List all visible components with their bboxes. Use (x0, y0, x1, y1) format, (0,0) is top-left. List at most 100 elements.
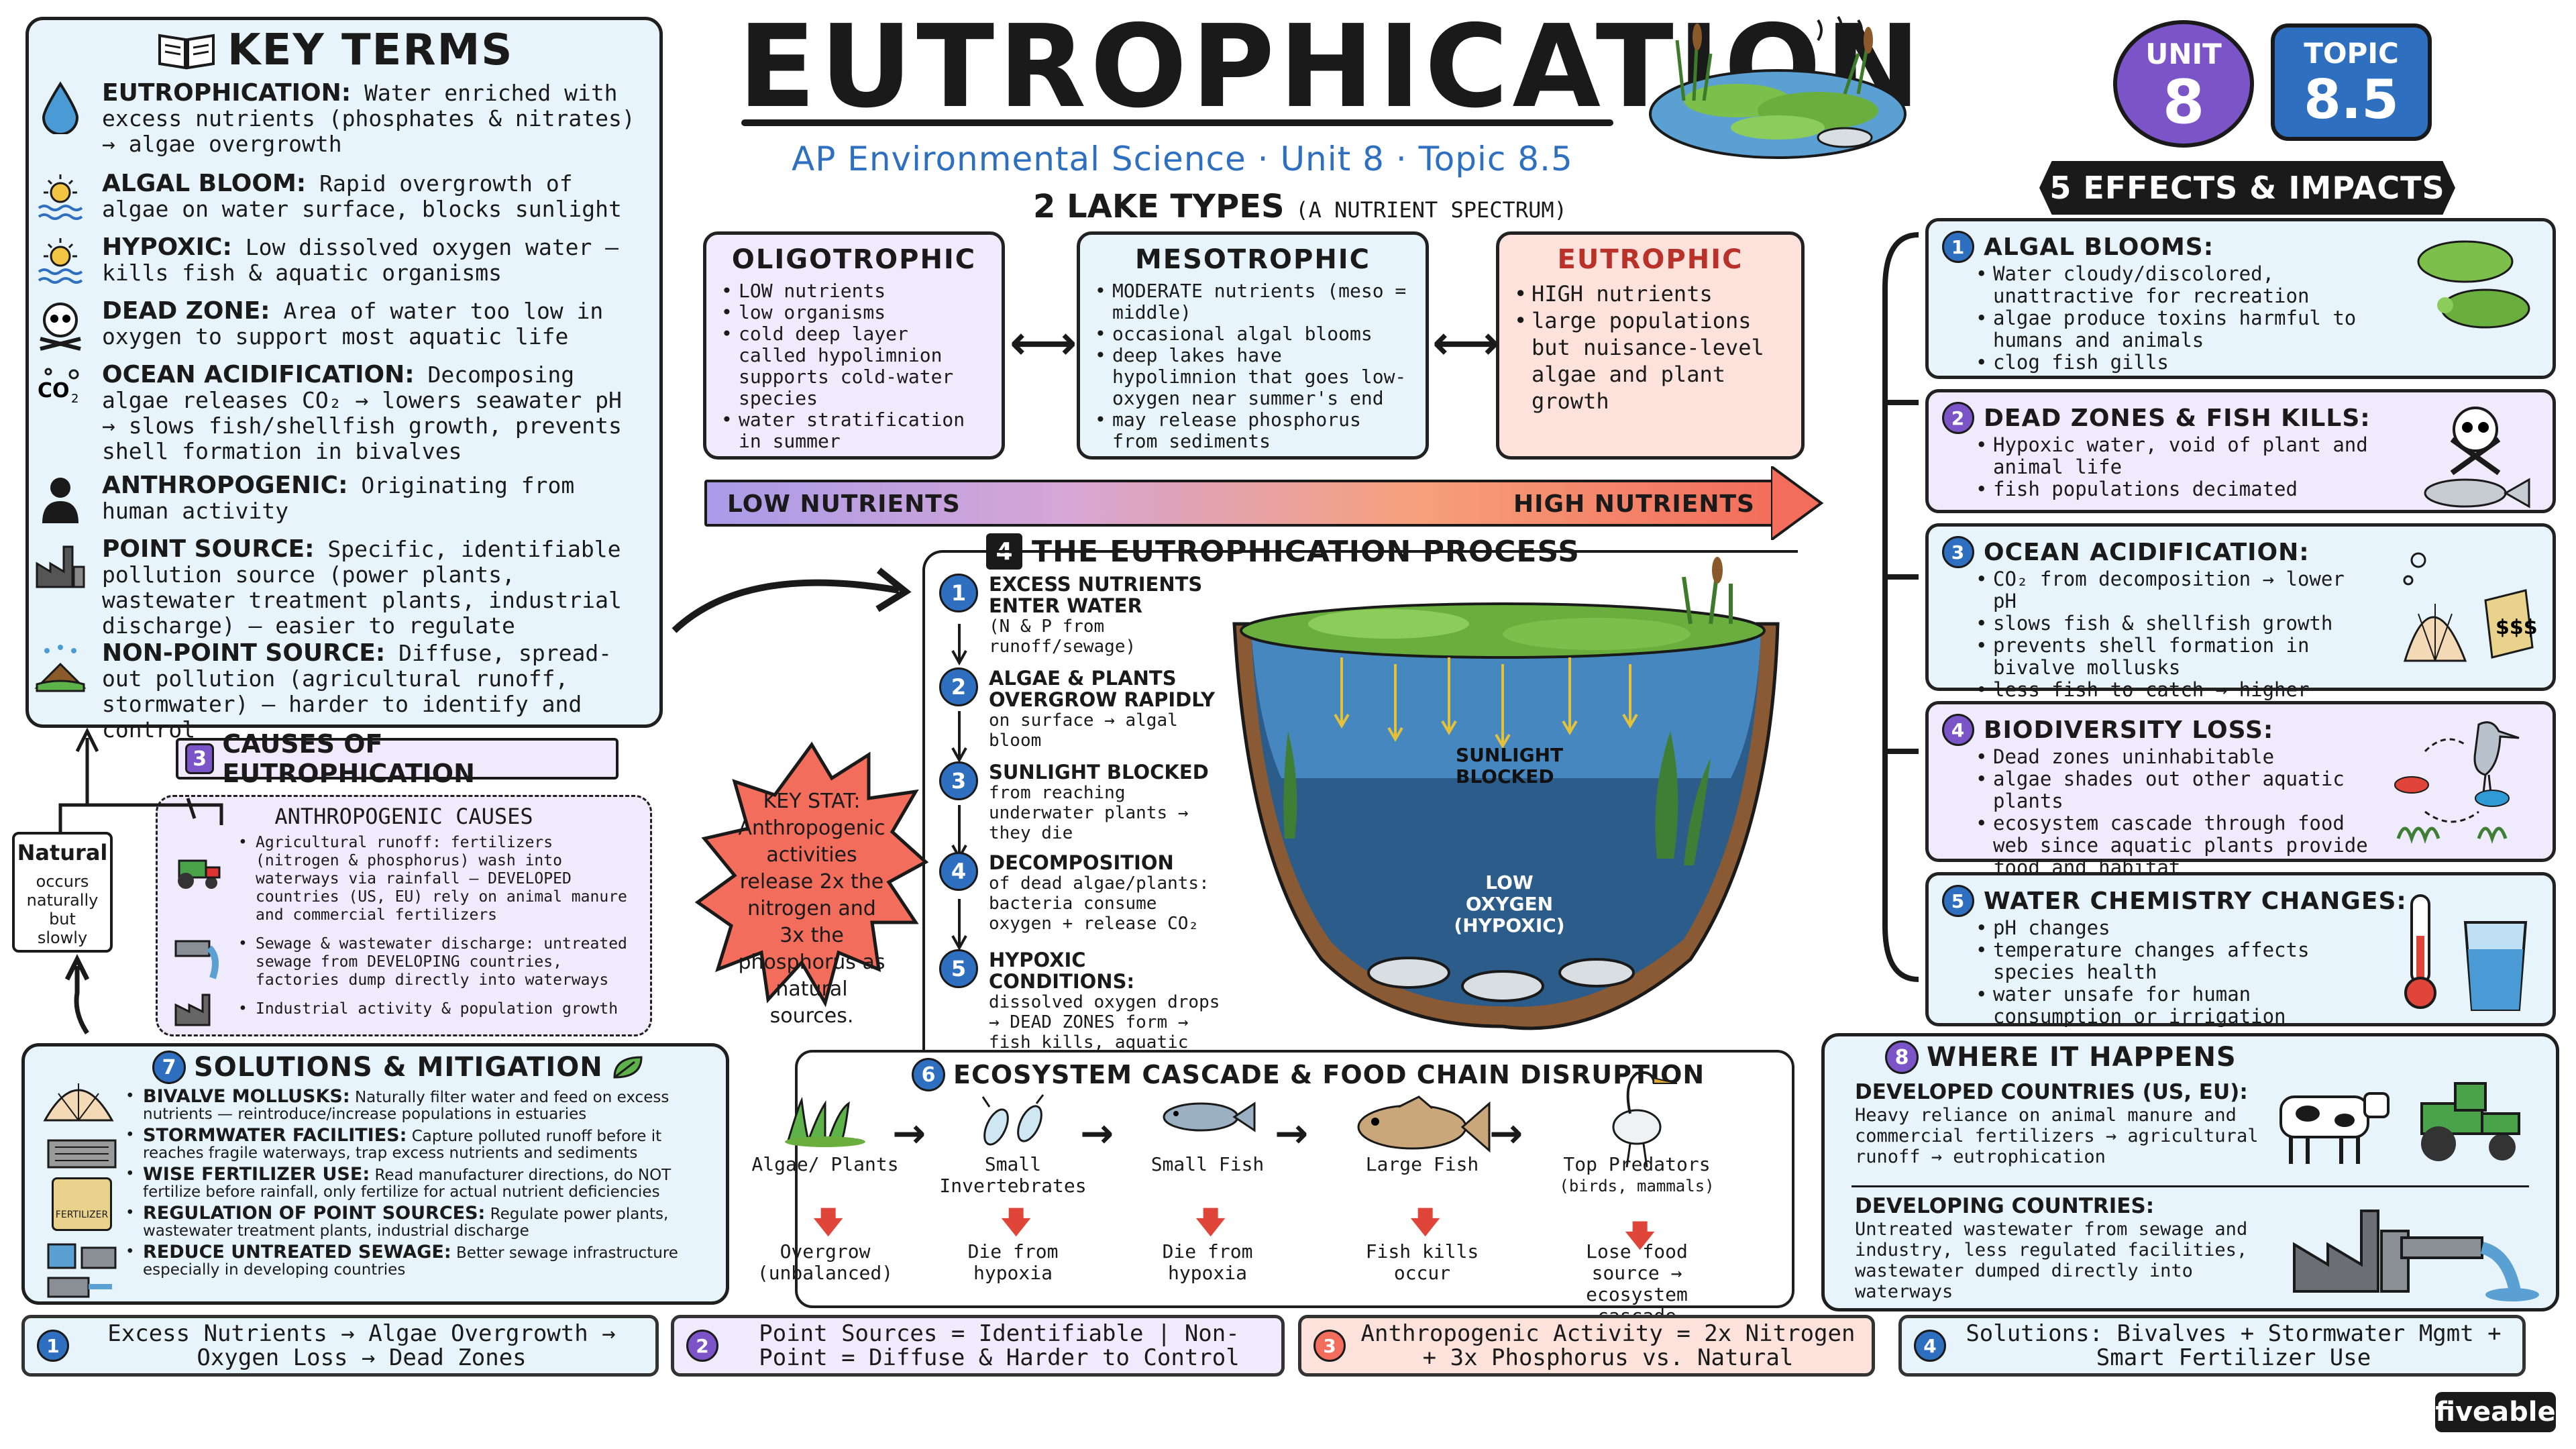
step-number: 2 (939, 667, 978, 706)
unit-value: 8 (2162, 67, 2205, 138)
fertilizer-bag-icon: FERTILIZER (52, 1177, 112, 1231)
key-term-def: Low dissolved oxygen water — kills fish … (102, 234, 619, 286)
algae-icon (745, 1093, 906, 1147)
down-arrow-icon: 🡇 (1625, 1219, 1656, 1253)
summary-box-2: 2 Point Sources = Identifiable | Non-Poi… (671, 1315, 1285, 1377)
anthropogenic-causes-title: ANTHROPOGENIC CAUSES (274, 804, 533, 829)
key-term-text: ANTHROPOGENIC: Originating from human ac… (102, 473, 637, 524)
cascade-heading: 6 ECOSYSTEM CASCADE & FOOD CHAIN DISRUPT… (912, 1058, 1705, 1091)
lake-illustration (1644, 13, 1912, 168)
skull-fish-icon (2405, 399, 2539, 516)
key-terms-title: KEY TERMS (156, 25, 513, 75)
heron-icon (1556, 1063, 1717, 1171)
effect-title-text: WATER CHEMISTRY CHANGES: (1984, 887, 2407, 915)
svg-text:2: 2 (71, 392, 78, 406)
sunlight-blocked-label: SUNLIGHT BLOCKED (1456, 744, 1564, 788)
topic-badge: TOPIC 8.5 (2271, 23, 2432, 141)
cow-icon (2261, 1077, 2395, 1173)
invertebrate-icon (932, 1093, 1093, 1154)
cause-item: Sewage & wastewater discharge: untreated… (238, 935, 641, 989)
large-fish-icon (1342, 1093, 1503, 1161)
down-arrow-icon: 🡇 (1001, 1205, 1032, 1240)
causes-header: 3 CAUSES OF EUTROPHICATION (176, 729, 619, 788)
effect-item: pH changes (1976, 917, 2378, 940)
step-number: 3 (939, 761, 978, 800)
developed-title: DEVELOPED COUNTRIES (US, EU): (1855, 1080, 2248, 1104)
effect-item: Dead zones uninhabitable (1976, 746, 2378, 769)
key-term-row: ALGAL BLOOM: Rapid overgrowth of algae o… (34, 171, 637, 225)
cascade-node-label: Small Fish (1127, 1154, 1288, 1175)
svg-text:CO: CO (38, 379, 70, 402)
key-stat-text: KEY STAT: Anthropogenic activities relea… (738, 790, 885, 1028)
eutrophic-title: EUTROPHIC (1557, 244, 1743, 275)
lake-item: may release phosphorus from sediments (1095, 409, 1411, 452)
key-term-def: Area of water too low in oxygen to suppo… (102, 298, 604, 350)
effect-title: 5 WATER CHEMISTRY CHANGES: (1942, 885, 2539, 917)
cascade-node-name: Small Invertebrates (939, 1153, 1087, 1197)
cascade-number: 6 (912, 1058, 945, 1091)
field-icon (34, 641, 87, 694)
step-desc: dissolved oxygen drops → DEAD ZONES form… (989, 992, 1220, 1073)
right-arrow-icon: → (1275, 1110, 1309, 1157)
person-icon (34, 473, 87, 527)
key-term-text: HYPOXIC: Low dissolved oxygen water — ki… (102, 235, 637, 286)
effect-item: prevents shell formation in bivalve moll… (1976, 635, 2378, 679)
lake-item: low organisms (721, 302, 987, 324)
where-heading: 8 WHERE IT HAPPENS (1885, 1040, 2237, 1074)
cascade-node-effect: Fish kills occur (1365, 1240, 1479, 1284)
key-term-text: DEAD ZONE: Area of water too low in oxyg… (102, 299, 637, 350)
solution-item: BIVALVE MOLLUSKS: Naturally filter water… (125, 1087, 722, 1123)
effect-number: 1 (1942, 231, 1974, 263)
effect-item: algae shades out other aquatic plants (1976, 768, 2378, 812)
lake-item: cold deep layer called hypolimnion suppo… (721, 323, 987, 409)
effect-card: 5 WATER CHEMISTRY CHANGES:pH changestempe… (1925, 872, 2556, 1028)
pipe-icon (172, 934, 226, 984)
summary-box-1: 1 Excess Nutrients → Algae Overgrowth → … (21, 1315, 659, 1377)
effect-number: 5 (1942, 885, 1974, 917)
key-term-name: HYPOXIC: (102, 233, 232, 261)
lake-item: deep lakes have hypolimnion that goes lo… (1095, 345, 1411, 409)
factory-icon (172, 988, 226, 1031)
low-oxygen-label: LOW OXYGEN (HYPOXIC) (1454, 871, 1565, 936)
shell-price-icon: $$$ (2392, 533, 2539, 677)
down-arrow-icon: 🡇 (1195, 1205, 1226, 1240)
topic-label: TOPIC (2304, 37, 2399, 70)
effects-header: 5 EFFECTS & IMPACTS (2039, 161, 2455, 215)
step-desc: on surface → algal bloom (989, 710, 1178, 751)
summary-number: 4 (1914, 1330, 1946, 1362)
right-arrow-icon: → (1489, 1110, 1523, 1157)
right-arrow-icon: → (1080, 1110, 1114, 1157)
brand-logo[interactable]: fiveable (2435, 1392, 2556, 1432)
step-title: DECOMPOSITION (989, 851, 1174, 874)
nutrient-gradient-bar: LOW NUTRIENTS HIGH NUTRIENTS (704, 480, 1778, 527)
sun-water-icon (34, 171, 87, 225)
cascade-node-name: Small Fish (1150, 1153, 1265, 1175)
effect-title-text: DEAD ZONES & FISH KILLS: (1984, 404, 2371, 432)
down-arrow-icon: 🡇 (1410, 1205, 1441, 1240)
summary-box-4: 4 Solutions: Bivalves + Stormwater Mgmt … (1898, 1315, 2526, 1377)
summary-text: Excess Nutrients → Algae Overgrowth → Ox… (107, 1320, 616, 1371)
key-terms-panel: KEY TERMS (25, 17, 663, 728)
effect-item: temperature changes affects species heal… (1976, 939, 2378, 983)
cascade-node-label: Algae/ Plants (745, 1154, 906, 1175)
key-term-text: POINT SOURCE: Specific, identifiable pol… (102, 537, 637, 639)
cascade-node-effect: Lose food source → ecosystem cascade (1586, 1240, 1688, 1327)
summary-number: 2 (686, 1330, 718, 1362)
where-title: WHERE IT HAPPENS (1927, 1042, 2237, 1073)
key-term-text: NON-POINT SOURCE: Diffuse, spread-out po… (102, 641, 637, 743)
key-term-name: DEAD ZONE: (102, 297, 270, 325)
cascade-node-effect: Overgrow (unbalanced) (757, 1240, 894, 1284)
solutions-number: 7 (152, 1051, 186, 1084)
solutions-heading: 7 SOLUTIONS & MITIGATION (152, 1051, 645, 1084)
effect-item: fish populations decimated (1976, 478, 2378, 501)
key-term-name: NON-POINT SOURCE: (102, 639, 386, 667)
topic-value: 8.5 (2304, 68, 2399, 131)
high-nutrients-label: HIGH NUTRIENTS (1513, 490, 1755, 518)
